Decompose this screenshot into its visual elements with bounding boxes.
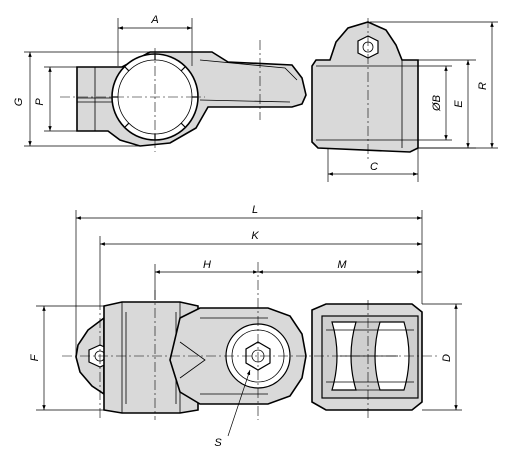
label-g: G <box>13 97 25 106</box>
label-l: L <box>252 204 258 216</box>
label-c: C <box>370 161 378 173</box>
plan-view-dimensions <box>36 210 462 437</box>
side-view-dimensions <box>24 18 498 182</box>
label-p: P <box>34 98 46 106</box>
dimension-labels: A G P ØB E R C L K H M F D S <box>13 14 489 449</box>
label-k: K <box>251 230 259 242</box>
plan-view <box>62 262 440 420</box>
side-view <box>60 18 419 160</box>
label-d: D <box>441 354 453 362</box>
label-h: H <box>203 259 211 271</box>
label-r: R <box>477 82 489 90</box>
left-block <box>103 301 199 414</box>
label-m: M <box>337 259 347 271</box>
label-a: A <box>150 14 158 26</box>
label-b: ØB <box>431 95 443 112</box>
label-e: E <box>453 100 465 108</box>
label-f: F <box>29 353 41 361</box>
label-s: S <box>214 437 222 449</box>
